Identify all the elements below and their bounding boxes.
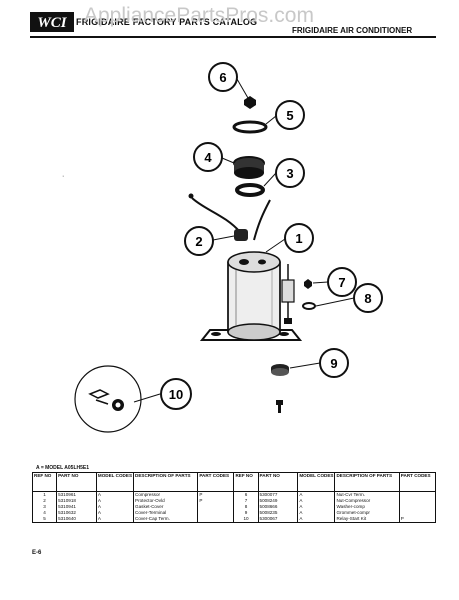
callout-9: 9 bbox=[319, 348, 349, 378]
callout-5: 5 bbox=[275, 100, 305, 130]
callout-10: 10 bbox=[160, 378, 192, 410]
diagram-canvas: 6 5 4 3 2 1 7 bbox=[62, 62, 383, 433]
cell-desc: Relay-Start Kit bbox=[334, 516, 400, 523]
cell-ref: 4 bbox=[31, 510, 58, 516]
callout-8-label: 8 bbox=[364, 291, 371, 306]
brand-title: FRIGIDAIRE FACTORY PARTS CATALOG bbox=[76, 17, 258, 27]
col-ref-no-2: REF NO bbox=[233, 472, 259, 492]
watermark: AppliancePartsPros.com bbox=[84, 4, 314, 27]
cell-model: A bbox=[297, 516, 336, 523]
callout-9-label: 9 bbox=[330, 356, 337, 371]
wire-right bbox=[253, 199, 271, 241]
part-cover-nut bbox=[244, 96, 256, 109]
svg-text:·: · bbox=[62, 173, 64, 180]
cell-ref: 3 bbox=[31, 504, 58, 510]
part-gasket bbox=[235, 183, 265, 197]
page-number: E-6 bbox=[32, 550, 42, 556]
logo-text: WCI bbox=[37, 15, 67, 31]
col-description-2: DESCRIPTION OF PARTS bbox=[334, 472, 400, 492]
cell-ref: 10 bbox=[233, 516, 259, 523]
part-mounting-bolt bbox=[276, 400, 283, 413]
table-header-row: REF NO PART NO MODEL CODES DESCRIPTION O… bbox=[31, 472, 437, 492]
cell-ref: 2 bbox=[31, 498, 58, 504]
cell-model: A bbox=[95, 516, 135, 523]
col-description: DESCRIPTION OF PARTS bbox=[133, 472, 199, 492]
cell-part: 5310640 bbox=[56, 516, 97, 523]
part-washer bbox=[302, 302, 316, 310]
callout-7-label: 7 bbox=[338, 275, 345, 290]
cell-code: P bbox=[197, 498, 235, 504]
cell-code bbox=[398, 504, 437, 510]
callout-8: 8 bbox=[353, 283, 383, 313]
callout-3: 3 bbox=[275, 158, 305, 188]
wire-left bbox=[191, 197, 241, 233]
callout-3-label: 3 bbox=[286, 166, 293, 181]
col-part-codes: PART CODES bbox=[197, 472, 235, 492]
wci-logo: WCI bbox=[30, 12, 74, 32]
cell-ref: 6 bbox=[233, 491, 259, 498]
cell-code: P bbox=[197, 491, 235, 498]
cell-desc: Cover-Cap Term. bbox=[133, 516, 199, 523]
cell-desc: Protector-Ovld bbox=[133, 498, 199, 504]
header-divider bbox=[30, 36, 436, 38]
cell-code bbox=[197, 510, 235, 516]
part-terminal-cover bbox=[233, 156, 265, 179]
col-model-codes: MODEL CODES bbox=[95, 472, 135, 492]
callout-6-label: 6 bbox=[219, 70, 226, 85]
cell-code bbox=[398, 491, 437, 498]
cell-ref: 8 bbox=[233, 504, 259, 510]
leader-lines bbox=[133, 78, 355, 403]
cell-ref: 7 bbox=[233, 498, 259, 504]
callout-2: 2 bbox=[184, 226, 214, 256]
col-model-codes-2: MODEL CODES bbox=[297, 472, 336, 492]
part-overload-protector bbox=[234, 229, 248, 241]
relay-kit-detail bbox=[74, 365, 142, 433]
cell-desc: Cover-Terminal bbox=[133, 510, 199, 516]
callout-7: 7 bbox=[327, 267, 357, 297]
parts-list-table: REF NO PART NO MODEL CODES DESCRIPTION O… bbox=[31, 472, 437, 523]
part-grommet bbox=[271, 364, 289, 376]
cell-desc: Compressor bbox=[133, 491, 199, 498]
cell-code bbox=[398, 510, 437, 516]
col-part-no: PART NO bbox=[56, 472, 97, 492]
cell-code bbox=[197, 516, 235, 523]
cell-ref: 5 bbox=[31, 516, 58, 523]
model-legend: A = MODEL A05LH5E1 bbox=[36, 465, 90, 471]
callout-10-label: 10 bbox=[169, 387, 183, 402]
col-part-no-2: PART NO bbox=[257, 472, 299, 492]
cell-ref: 1 bbox=[31, 491, 58, 498]
cell-code: P bbox=[398, 516, 437, 523]
col-ref-no: REF NO bbox=[31, 472, 58, 492]
part-compressor bbox=[199, 251, 303, 341]
cell-ref: 9 bbox=[233, 510, 259, 516]
callout-4-label: 4 bbox=[204, 150, 212, 165]
cell-desc: Gasket-Cover bbox=[133, 504, 199, 510]
callout-6: 6 bbox=[208, 62, 238, 92]
part-compressor-nut bbox=[304, 279, 312, 289]
callout-1-label: 1 bbox=[295, 231, 302, 246]
callout-1: 1 bbox=[284, 223, 314, 253]
wci-logo-mark: WCI bbox=[30, 12, 74, 32]
col-part-codes-2: PART CODES bbox=[398, 472, 437, 492]
cell-code bbox=[197, 504, 235, 510]
document-title: FRIGIDAIRE AIR CONDITIONER bbox=[292, 26, 413, 35]
cell-code bbox=[398, 498, 437, 504]
callout-2-label: 2 bbox=[195, 234, 202, 249]
part-cover-cap bbox=[232, 120, 268, 134]
exploded-parts-diagram: 6 5 4 3 2 1 7 bbox=[30, 40, 436, 460]
cell-part: 5300067 bbox=[257, 516, 299, 523]
callout-4: 4 bbox=[193, 142, 223, 172]
callout-5-label: 5 bbox=[286, 108, 293, 123]
